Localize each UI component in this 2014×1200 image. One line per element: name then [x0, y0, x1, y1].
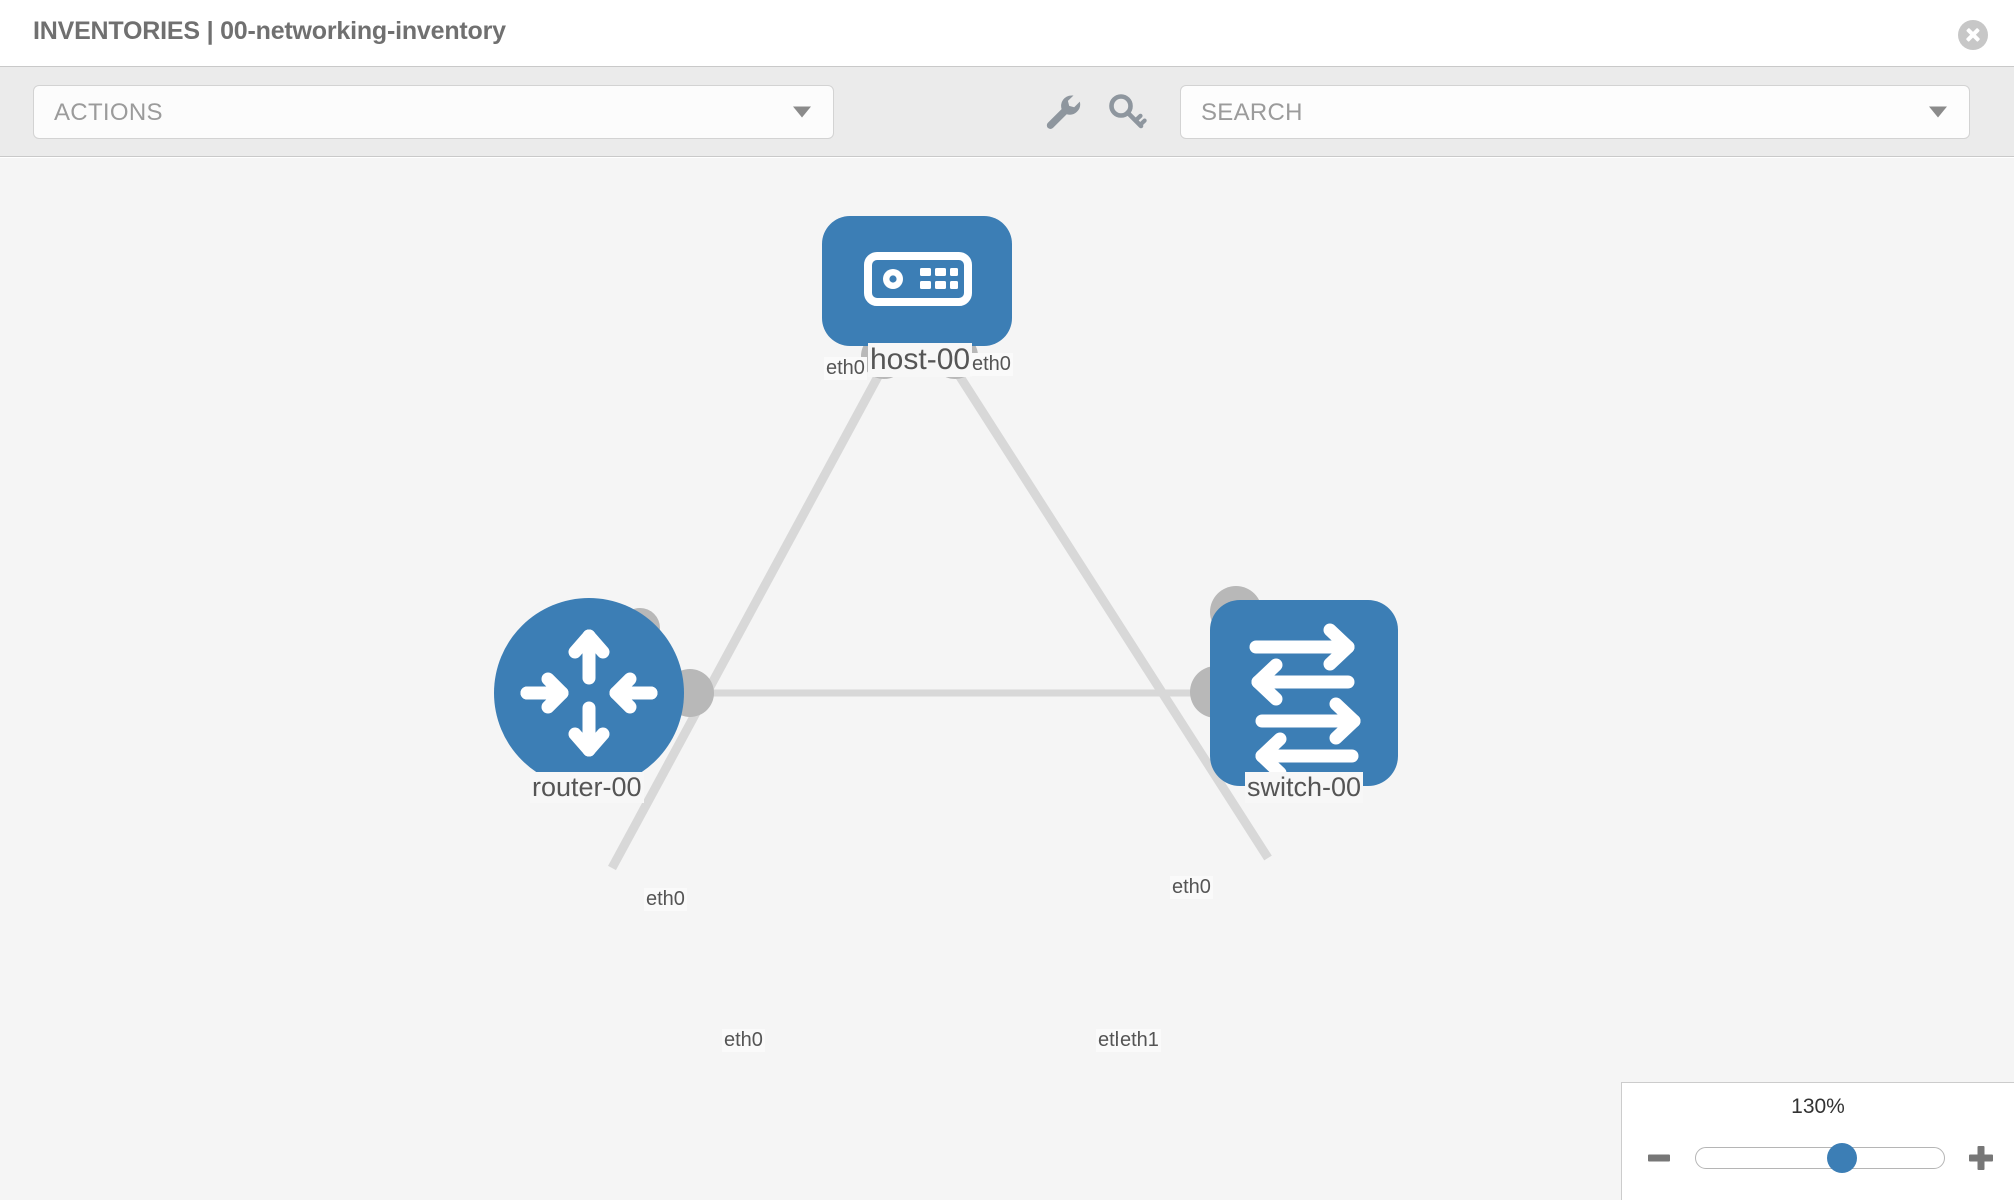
topology-canvas[interactable]: host-00 router-00 switch-00 eth0 eth0 et…: [0, 158, 2014, 1200]
zoom-slider-row: [1622, 1135, 2014, 1181]
node-host-00-shape[interactable]: [822, 216, 1012, 346]
zoom-level-label: 130%: [1791, 1095, 1845, 1118]
iface-label-host-eth0-left: eth0: [824, 357, 867, 380]
node-switch-00[interactable]: [1210, 600, 1398, 786]
switch-arrows-icon: [1249, 623, 1361, 780]
node-label-router-00: router-00: [530, 772, 644, 803]
close-icon[interactable]: [1958, 20, 1988, 50]
zoom-control-panel: 130%: [1621, 1082, 2014, 1200]
minus-icon[interactable]: [1648, 1154, 1670, 1162]
node-router-00[interactable]: [494, 598, 684, 788]
router-arrows-icon: [520, 629, 658, 757]
page-title: INVENTORIES | 00-networking-inventory: [33, 17, 506, 45]
node-label-switch-00: switch-00: [1245, 772, 1364, 803]
node-host-00[interactable]: [822, 216, 1012, 346]
iface-label-router-eth0-right: eth0: [722, 1029, 765, 1052]
link-host-router[interactable]: [608, 355, 892, 871]
link-host-switch[interactable]: [944, 355, 1272, 861]
toolbar: ACTIONS SEARCH: [0, 67, 2014, 157]
server-icon: [864, 252, 972, 306]
chevron-down-icon: [793, 106, 811, 118]
page-header: INVENTORIES | 00-networking-inventory: [0, 0, 2014, 67]
node-router-00-shape[interactable]: [494, 598, 684, 788]
actions-dropdown-label: ACTIONS: [54, 99, 163, 126]
zoom-slider-thumb[interactable]: [1827, 1143, 1858, 1173]
link-edges: [608, 355, 1272, 871]
search-placeholder: SEARCH: [1201, 99, 1303, 126]
node-label-host-00: host-00: [868, 343, 973, 377]
plus-icon[interactable]: [1969, 1146, 1993, 1170]
zoom-slider[interactable]: [1695, 1143, 1945, 1173]
iface-label-switch-eth1-left: eth1: [1118, 1029, 1161, 1052]
actions-dropdown[interactable]: ACTIONS: [33, 85, 834, 139]
iface-label-switch-eth0-up: eth0: [1170, 876, 1213, 899]
iface-label-host-eth0-right: eth0: [970, 353, 1013, 376]
chevron-down-icon[interactable]: [1929, 106, 1947, 118]
topology-graph: [494, 216, 1398, 871]
search-input[interactable]: SEARCH: [1180, 85, 1970, 139]
key-icon[interactable]: [1106, 91, 1148, 133]
iface-label-router-eth0-up: eth0: [644, 888, 687, 911]
interface-nubs: [620, 333, 1262, 718]
wrench-icon[interactable]: [1041, 91, 1083, 133]
